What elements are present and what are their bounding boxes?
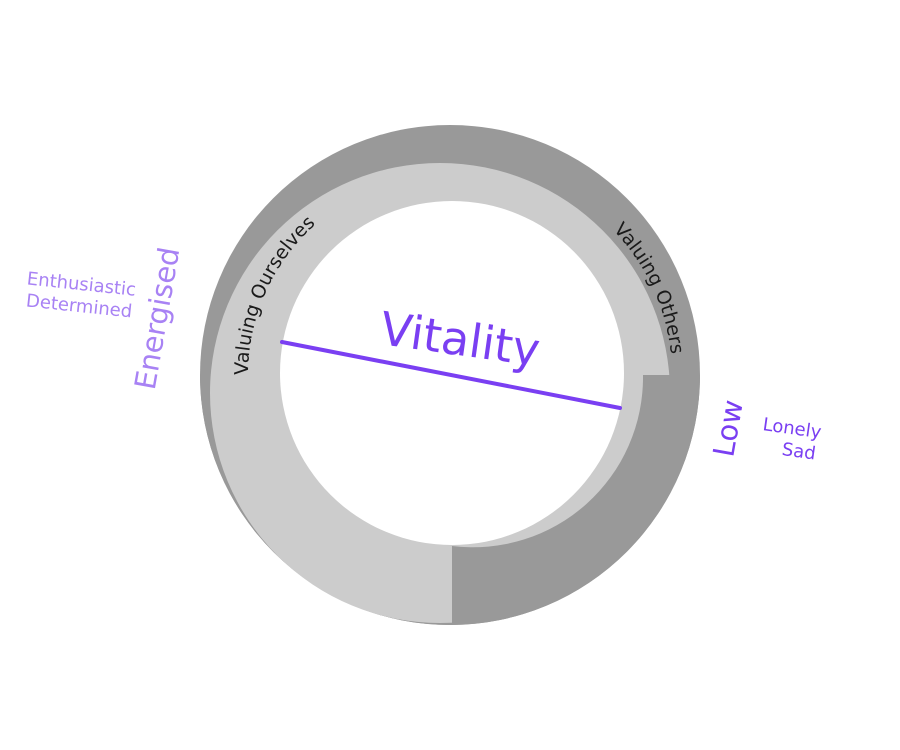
low-pole-descriptor-2: Sad <box>781 439 817 465</box>
low-pole-label: Low <box>706 397 749 459</box>
high-pole-label: Energised <box>128 245 186 393</box>
inner-hole <box>280 201 624 545</box>
vitality-axis-line <box>280 340 622 410</box>
outer-ring-lower-right <box>452 375 700 625</box>
low-pole-descriptor-1: Lonely <box>761 414 823 443</box>
